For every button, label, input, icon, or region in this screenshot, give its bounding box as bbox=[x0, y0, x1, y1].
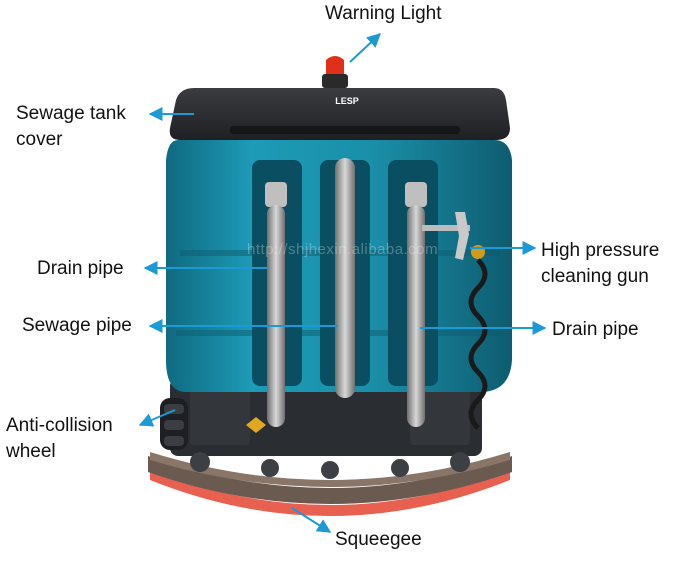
label-sewage-tank-cover-line2: cover bbox=[16, 129, 63, 150]
chassis bbox=[170, 378, 482, 479]
label-warning-light: Warning Light bbox=[325, 3, 442, 24]
label-high-pressure-line2: cleaning gun bbox=[541, 266, 649, 287]
tank-cover bbox=[169, 88, 510, 140]
label-anti-collision-line1: Anti-collision bbox=[6, 415, 113, 436]
watermark: http://shjhexin.alibaba.com bbox=[247, 241, 439, 258]
label-sewage-pipe: Sewage pipe bbox=[22, 315, 132, 336]
label-anti-collision-line2: wheel bbox=[6, 441, 56, 462]
warning-beacon bbox=[322, 56, 348, 88]
label-high-pressure-line1: High pressure bbox=[541, 240, 660, 261]
anti-collision-wheel bbox=[160, 398, 188, 450]
label-drain-pipe-left: Drain pipe bbox=[37, 258, 124, 279]
label-squeegee: Squeegee bbox=[335, 529, 422, 550]
logo-text: LESP bbox=[335, 96, 359, 106]
arrow-anti-collision-wheel bbox=[138, 409, 176, 427]
label-sewage-tank-cover-line1: Sewage tank bbox=[16, 103, 126, 124]
label-drain-pipe-right: Drain pipe bbox=[552, 319, 639, 340]
arrow-warning-light bbox=[349, 33, 382, 63]
hoses bbox=[265, 158, 427, 427]
arrow-squeegee bbox=[291, 507, 332, 533]
squeegee-plate bbox=[148, 452, 512, 516]
